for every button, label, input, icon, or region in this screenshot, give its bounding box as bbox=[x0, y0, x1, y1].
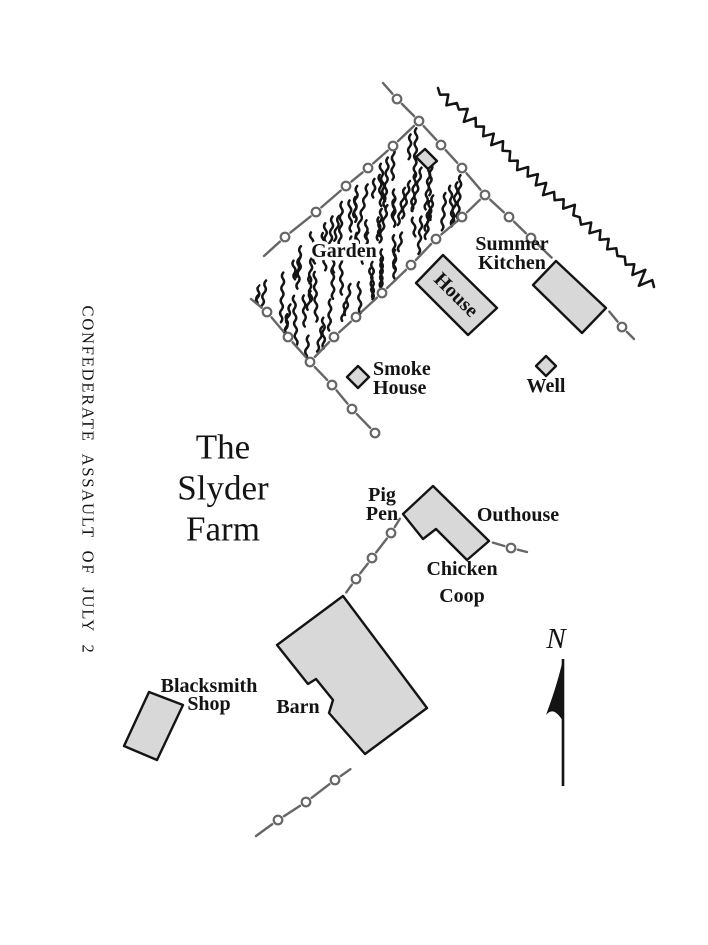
fence-post bbox=[261, 306, 273, 318]
fence-post bbox=[456, 211, 468, 223]
fence-post bbox=[405, 259, 417, 271]
label-well: Well bbox=[527, 375, 566, 397]
fence-post bbox=[272, 814, 284, 826]
fence-garden-northwest bbox=[262, 124, 416, 258]
fence-post bbox=[505, 542, 517, 554]
north-label: N bbox=[545, 623, 567, 655]
label-summer-kitchen-line-1: Summer bbox=[475, 233, 548, 255]
well-structure bbox=[534, 354, 558, 378]
label-garden: Garden bbox=[311, 240, 377, 262]
fence-post bbox=[413, 115, 425, 127]
fence-post bbox=[366, 552, 378, 564]
fence-post bbox=[340, 180, 352, 192]
fence-south bbox=[254, 768, 352, 838]
fence-post bbox=[376, 287, 388, 299]
map-title-line-3: Farm bbox=[186, 510, 260, 549]
fence-post bbox=[329, 774, 341, 786]
label-blacksmith-shop-line-1: Blacksmith bbox=[161, 675, 258, 697]
fence-post bbox=[435, 139, 447, 151]
fence-post bbox=[387, 140, 399, 152]
garden-pattern bbox=[251, 127, 463, 363]
label-pig-pen-line-1: Pig bbox=[368, 484, 396, 506]
fence-outhouse-east bbox=[491, 541, 529, 554]
fence-post bbox=[300, 796, 312, 808]
fence-post bbox=[328, 331, 340, 343]
fence-post bbox=[279, 231, 291, 243]
label-summer-kitchen-line-2: Kitchen bbox=[478, 252, 546, 274]
fence-west bbox=[249, 297, 381, 439]
pig-pen-chicken-coop-building bbox=[401, 484, 491, 562]
fence-post bbox=[346, 403, 358, 415]
label-chicken-coop-line-2: Coop bbox=[439, 585, 485, 607]
fence-post bbox=[430, 233, 442, 245]
side-caption: CONFEDERATE ASSAULT OF JULY 2 bbox=[79, 306, 98, 655]
fence-post bbox=[391, 93, 403, 105]
north-arrow bbox=[546, 659, 565, 786]
map-title-line-1: The bbox=[196, 428, 250, 467]
map-static-text: The Slyder Farm CONFEDERATE ASSAULT OF J… bbox=[79, 306, 568, 655]
fence-post bbox=[326, 379, 338, 391]
fence-post bbox=[362, 162, 374, 174]
map-title-line-2: Slyder bbox=[177, 469, 269, 508]
north-arrow-barb bbox=[546, 659, 563, 721]
label-barn: Barn bbox=[276, 696, 319, 718]
fence-summer-kitchen-east bbox=[608, 310, 636, 341]
fence-north bbox=[381, 81, 553, 259]
blacksmith-shop-building bbox=[122, 690, 185, 762]
stream-line bbox=[436, 86, 656, 289]
summer-kitchen-building bbox=[531, 259, 608, 335]
fence-garden-southeast bbox=[313, 198, 482, 359]
label-smoke-house-line-1: Smoke bbox=[373, 358, 431, 380]
fence-post bbox=[525, 232, 537, 244]
fence-post bbox=[369, 427, 381, 439]
house-building bbox=[414, 253, 499, 337]
fence-post bbox=[350, 311, 362, 323]
label-chicken-coop-line-1: Chicken bbox=[426, 558, 497, 580]
buildings bbox=[122, 147, 608, 762]
fence-post bbox=[479, 189, 491, 201]
fence-post bbox=[385, 527, 397, 539]
barn-building bbox=[275, 594, 429, 756]
garden-outbuilding bbox=[414, 147, 439, 171]
fences bbox=[249, 81, 636, 838]
label-outhouse: Outhouse bbox=[477, 504, 559, 526]
fence-post bbox=[282, 331, 294, 343]
fence-post bbox=[616, 321, 628, 333]
smoke-house-building bbox=[345, 364, 371, 390]
fence-post bbox=[310, 206, 322, 218]
fence-post bbox=[304, 356, 316, 368]
fence-pigpen-barn bbox=[345, 517, 402, 594]
fence-post bbox=[456, 162, 468, 174]
label-blacksmith-shop-line-2: Shop bbox=[187, 693, 230, 715]
fence-post bbox=[350, 573, 362, 585]
fence-post bbox=[503, 211, 515, 223]
label-pig-pen-line-2: Pen bbox=[366, 503, 398, 525]
label-smoke-house-line-2: House bbox=[373, 377, 426, 399]
